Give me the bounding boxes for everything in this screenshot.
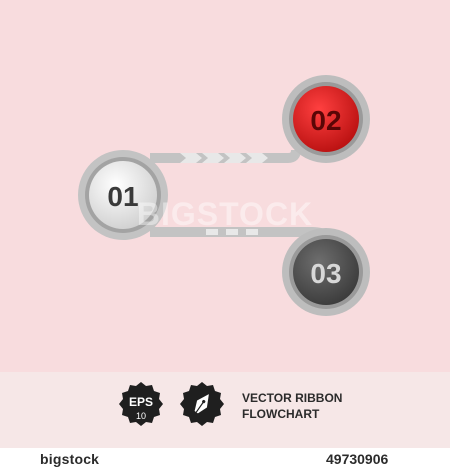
node-03: 03 (282, 228, 370, 316)
chevron-icon (246, 153, 268, 163)
node-01-disc (89, 161, 157, 229)
dash-mark (206, 229, 218, 235)
top-ribbon-chevrons (180, 153, 268, 163)
bottom-ribbon-dashes (206, 229, 258, 235)
footer-title-line1: VECTOR RIBBON (242, 391, 342, 405)
node-02: 02 (282, 75, 370, 163)
dash-mark (246, 229, 258, 235)
starburst-badge-icon (119, 382, 163, 426)
node-01-label: 01 (107, 181, 138, 212)
node-03-disc (293, 239, 359, 305)
fountain-pen-nib-icon (194, 394, 209, 414)
node-01: 01 (78, 150, 168, 240)
pen-badge (180, 382, 224, 426)
footer-title-line2: FLOWCHART (242, 407, 320, 421)
ribbon-top-segment (150, 149, 301, 163)
stock-bar (0, 448, 450, 470)
eps-badge-line2: 10 (136, 411, 146, 421)
node-03-label: 03 (310, 258, 341, 289)
node-02-label: 02 (310, 105, 341, 136)
chevron-icon (224, 153, 246, 163)
footer-band (0, 372, 450, 448)
chevron-icon (180, 153, 202, 163)
eps-badge-line1: EPS (129, 395, 153, 409)
stock-image-id: 49730906 (326, 451, 389, 467)
chevron-icon (202, 153, 224, 163)
node-02-disc (293, 86, 359, 152)
stock-logo: bigstock (40, 451, 100, 467)
dash-mark (226, 229, 238, 235)
eps-badge: EPS 10 (119, 382, 163, 426)
